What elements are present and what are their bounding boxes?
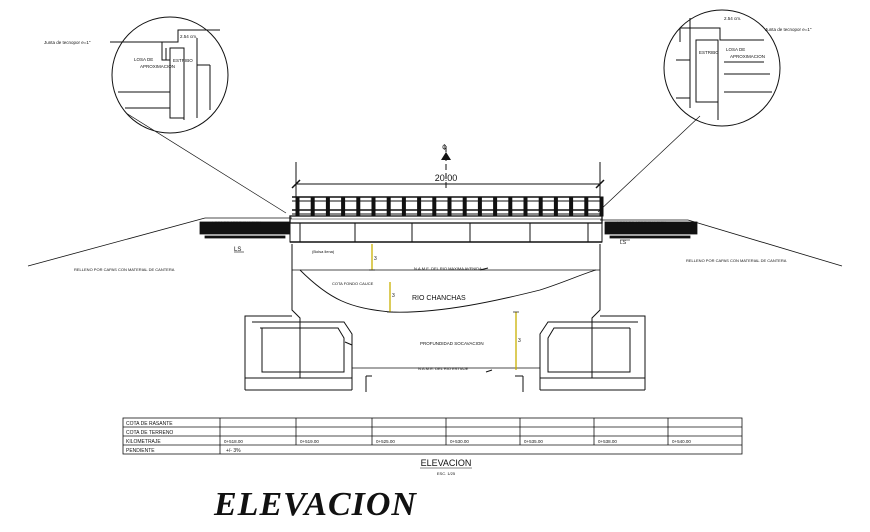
deck-girders xyxy=(299,223,589,242)
profundidad-label: PROFUNDIDAD SOCAVACION xyxy=(420,341,484,346)
railing-post xyxy=(523,196,528,217)
centerline-label: ¢ xyxy=(442,143,446,152)
railing-post xyxy=(599,196,604,217)
deck xyxy=(289,215,603,243)
right-abutment-label: ESTRIBO xyxy=(699,50,719,55)
losa-right-label: LOSA DE APROXIMACION xyxy=(617,220,666,225)
left-slab-line: LOSA DE xyxy=(134,57,153,62)
river-name-label: RIO CHANCHAS xyxy=(412,295,466,302)
railing-post xyxy=(493,196,498,217)
railing-posts xyxy=(295,196,604,217)
table-cell: 0+538.00 xyxy=(598,439,617,444)
railing-post xyxy=(508,196,513,217)
detail-circle-right xyxy=(597,9,781,213)
railing-post xyxy=(341,196,346,217)
railing-post xyxy=(356,196,361,217)
nivel-maximo-label: N.A.M.E. DEL RIO MAXIMA AVENIDA xyxy=(414,266,482,271)
losa-left-label: LOSA DE APROXIMACION xyxy=(212,220,261,225)
left-gap-label: 2.54 cm. xyxy=(180,34,197,39)
right-slab-line: APROXIMACION xyxy=(730,54,765,59)
drawing-text: 20.00 ¢ Junta de tecnopor e=1" 2.54 cm. … xyxy=(44,16,812,476)
level-dim-1: 3 xyxy=(374,256,377,262)
left-joint-label: Junta de tecnopor e=1" xyxy=(44,40,91,45)
centerline xyxy=(441,146,451,190)
right-gap-label: 2.54 cm. xyxy=(724,16,741,21)
railing-post xyxy=(462,196,467,217)
caption-scale: ESC. 1/25 xyxy=(437,471,456,476)
table-row-label: COTA DE RASANTE xyxy=(126,421,173,427)
table-cell: 0+540.00 xyxy=(672,439,691,444)
railing-post xyxy=(584,196,589,217)
railing-post xyxy=(538,196,543,217)
dimension-label: 20.00 xyxy=(435,173,458,183)
table-row-label: COTA DE TERRENO xyxy=(126,430,173,436)
profile-table xyxy=(122,417,743,455)
abutment-left xyxy=(244,244,353,391)
table-cell: 0+519.00 xyxy=(300,439,319,444)
railing-post xyxy=(310,196,315,217)
right-section-mark: LS xyxy=(620,240,627,246)
right-slab-label: LOSA DE APROXIMACION xyxy=(726,47,765,59)
railing-post xyxy=(447,196,452,217)
relleno-left-label: RELLENO POR CAPAS CON MATERIAL DE CANTER… xyxy=(74,267,175,272)
railing-post xyxy=(401,196,406,217)
nivel-minimo-label: N.A.M.E. DEL RIO ESTIAJE xyxy=(418,366,469,371)
railing-post xyxy=(386,196,391,217)
railing xyxy=(292,196,600,215)
table-cell: +/- 3% xyxy=(226,448,241,454)
left-section-mark: LS xyxy=(234,247,241,253)
caption-title: ELEVACION xyxy=(421,458,472,468)
main-title: ELEVACION xyxy=(214,486,417,523)
table-row-label: KILOMETRAJE xyxy=(126,439,161,445)
railing-post xyxy=(432,196,437,217)
detail-circle-left xyxy=(110,16,287,214)
right-joint-label: Junta de tecnopor e=1" xyxy=(765,27,812,32)
river xyxy=(292,267,600,392)
railing-post xyxy=(325,196,330,217)
railing-post xyxy=(477,196,482,217)
cota-fondo-label: COTA FONDO CAUCE xyxy=(332,281,374,286)
railing-post xyxy=(569,196,574,217)
level-dim-2: 3 xyxy=(392,293,395,299)
table-cell: 0+518.00 xyxy=(224,439,243,444)
railing-post xyxy=(295,196,300,217)
abutment-right xyxy=(539,244,646,391)
relleno-right-label: RELLENO POR CAPAS CON MATERIAL DE CANTER… xyxy=(686,258,787,263)
left-slab-label: LOSA DE APROXIMACION xyxy=(134,57,175,69)
table-cell: 0+525.00 xyxy=(376,439,395,444)
table-cell: 0+530.00 xyxy=(450,439,469,444)
right-slab-line: LOSA DE xyxy=(726,47,745,52)
railing-post xyxy=(371,196,376,217)
embankment xyxy=(27,217,843,267)
left-slab-line: APROXIMACION xyxy=(140,64,175,69)
bolsa-label: (Bolsa llena) xyxy=(312,249,335,254)
left-abutment-label: ESTRIBO xyxy=(173,58,193,63)
railing-post xyxy=(553,196,558,217)
table-row-label: PENDIENTE xyxy=(126,448,155,454)
table-cell: 0+535.00 xyxy=(524,439,543,444)
railing-post xyxy=(417,196,422,217)
level-markers xyxy=(371,244,517,370)
level-dim-3: 3 xyxy=(518,338,521,344)
